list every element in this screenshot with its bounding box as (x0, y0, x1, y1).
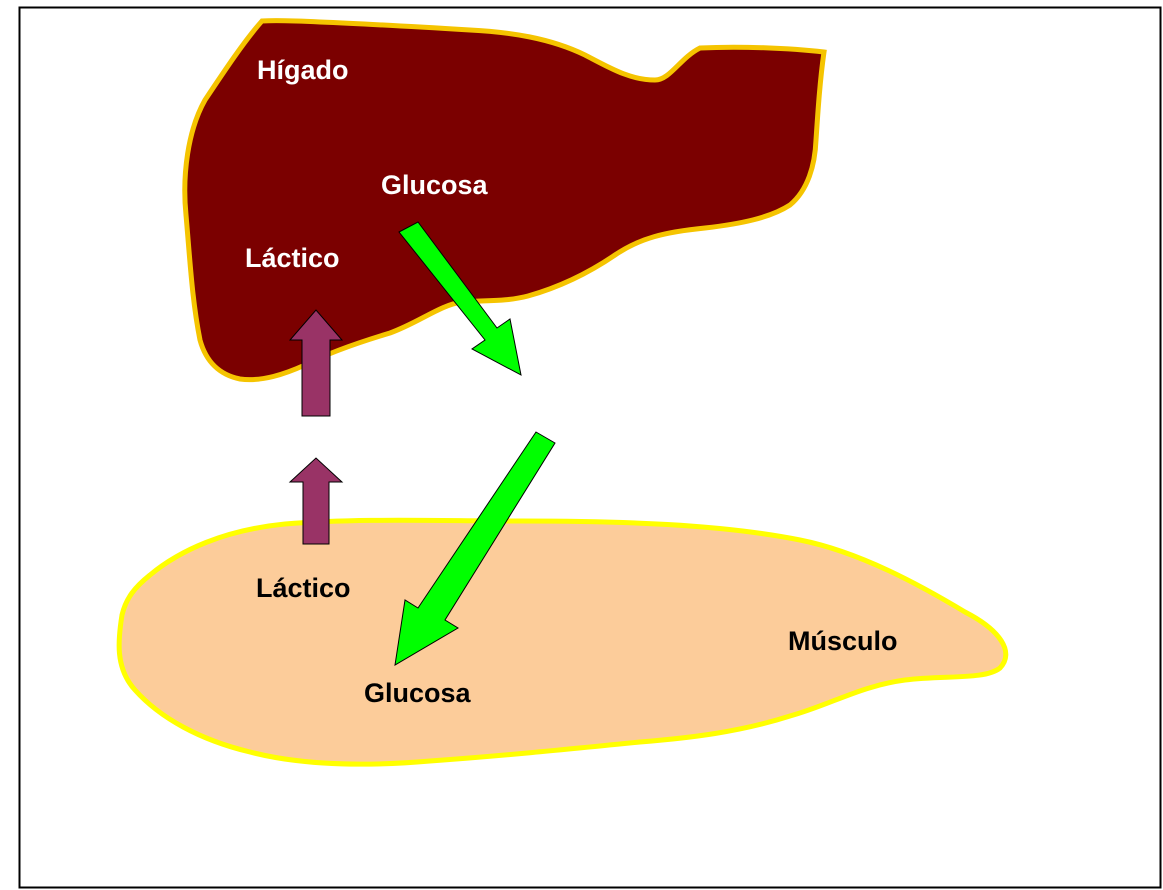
liver-glucose-label: Glucosa (381, 170, 489, 200)
liver-label: Hígado (257, 55, 349, 85)
muscle-label: Músculo (788, 626, 898, 656)
liver-lactate-label: Láctico (245, 243, 340, 273)
muscle-glucose-label: Glucosa (364, 678, 472, 708)
muscle-lactate-label: Láctico (256, 573, 351, 603)
